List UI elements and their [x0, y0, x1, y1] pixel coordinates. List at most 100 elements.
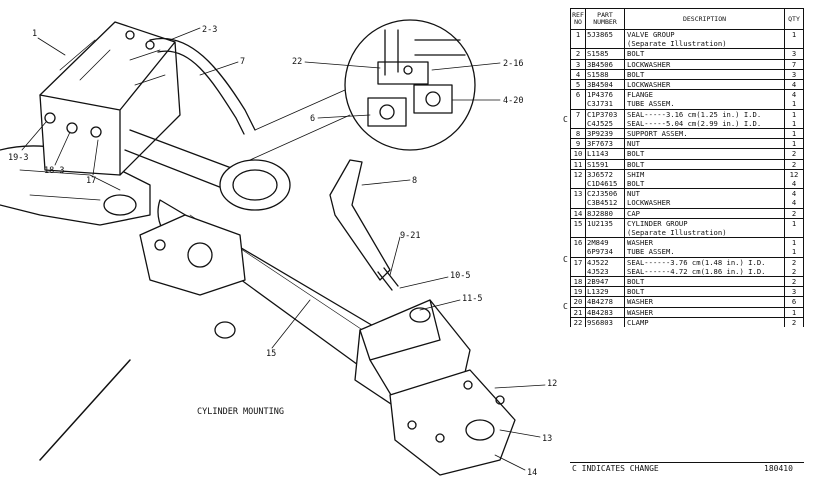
cell-qty: 3 [784, 68, 803, 80]
cell-desc: SEAL------4.72 cm(1.86 in.) I.D. [627, 266, 766, 276]
callout-17: 17 [86, 176, 96, 186]
cell-ref: 12 [571, 168, 586, 180]
parts-table-header: REF NO PART NUMBER DESCRIPTION QTY [571, 9, 803, 30]
cell-qty: 2 [784, 266, 803, 277]
cell-qty: 1 [784, 237, 803, 248]
cell-qty: 1 [784, 99, 803, 110]
cell-desc: NUT [624, 188, 785, 199]
cell-part: 2M849 [585, 237, 625, 248]
cap-bolt-1 [407, 420, 417, 430]
cell-qty: 2 [784, 148, 803, 160]
cell-qty: 1 [784, 138, 803, 149]
cell-ref [571, 198, 586, 209]
cell-part: 3J6572 [585, 168, 625, 180]
mount-block-hole [187, 242, 213, 268]
cell-ref [571, 247, 586, 258]
inset-flange-right [413, 84, 453, 114]
cap-boss [465, 419, 495, 441]
support-assembly [329, 159, 391, 281]
bottom-rule [570, 462, 804, 463]
cell-desc: BOLT [624, 68, 785, 80]
cell-part: S1588 [585, 68, 625, 80]
cell-ref [571, 266, 586, 277]
cell-desc: SEAL-----5.04 cm(2.99 in.) I.D. [627, 118, 762, 128]
cell-qty: 4 [784, 89, 803, 100]
cell-ref: 9 [571, 138, 586, 149]
cell-part: C1D4615 [585, 179, 625, 189]
callout-19-3: 19-3 [8, 153, 28, 163]
cell-qty: 2 [784, 158, 803, 170]
cell-ref: 22 [571, 316, 586, 328]
cell-ref: 5 [571, 79, 586, 90]
cell-part: 3F7673 [585, 138, 625, 149]
support-bolt [377, 267, 399, 291]
cell-ref: 11 [571, 158, 586, 170]
cell-desc: SEAL------3.76 cm(1.48 in.) I.D. [624, 256, 785, 267]
inset-leader [249, 89, 351, 161]
cell-desc: BOLT [627, 179, 645, 189]
control-rod [39, 359, 131, 461]
cell-desc: BOLT [624, 148, 785, 160]
table-row: (Separate Illustration) [571, 228, 803, 238]
cell-desc: BOLT [624, 158, 785, 170]
header-qty: QTY [784, 9, 803, 30]
cell-qty: 3 [784, 286, 803, 297]
cell-part: 3B4504 [585, 79, 625, 90]
valve-port-1 [44, 112, 56, 124]
cell-desc: CYLINDER GROUP [624, 217, 785, 229]
cell-desc: FLANGE [624, 89, 785, 100]
cell-part: 4J522 [585, 256, 625, 267]
callout-15: 15 [266, 349, 276, 359]
inset-flange-left-hole [379, 104, 395, 120]
cell-desc: LOCKWASHER [624, 58, 785, 70]
cell-qty: 1 [784, 247, 803, 258]
cell-part: L1143 [585, 148, 625, 160]
cell-desc: BOLT [624, 276, 785, 287]
cap-bolt-2 [435, 433, 445, 443]
cell-desc: BOLT [624, 286, 785, 297]
callout-14: 14 [527, 468, 537, 478]
cell-qty: 3 [784, 48, 803, 60]
cell-desc: SEAL-----3.16 cm(1.25 in.) I.D. [624, 108, 785, 119]
cell-desc: TUBE ASSEM. [627, 99, 675, 109]
cell-part: C1P3703 [585, 108, 625, 119]
cell-part: 5J3865 [585, 29, 625, 40]
cell-qty: 2 [784, 207, 803, 219]
cell-qty: 1 [784, 108, 803, 119]
change-note: C INDICATES CHANGE [572, 464, 659, 473]
valve-group-body [39, 21, 181, 176]
frame-housing-inner [19, 169, 121, 201]
cell-ref [571, 39, 586, 49]
cell-ref: 4 [571, 68, 586, 80]
valve-group-face [39, 41, 176, 176]
callout-2-3: 2-3 [202, 25, 217, 35]
cell-part: 4J523 [585, 266, 625, 277]
cell-qty: 1 [784, 128, 803, 139]
cell-ref: 3 [571, 58, 586, 70]
cell-part: 1P4376 [585, 89, 625, 100]
tube-assembly [149, 37, 256, 135]
cell-ref: 14 [571, 207, 586, 219]
cell-ref: 16 [571, 237, 586, 248]
margin-change-mark-1: C [563, 115, 568, 124]
cell-part: 1U2135 [585, 217, 625, 229]
cell-desc: TUBE ASSEM. [627, 247, 675, 257]
cell-part: 4B4278 [585, 296, 625, 308]
cell-ref [571, 179, 586, 189]
cell-qty: 2 [784, 276, 803, 287]
callout-7: 7 [240, 57, 245, 67]
clamp-cap [389, 369, 516, 476]
